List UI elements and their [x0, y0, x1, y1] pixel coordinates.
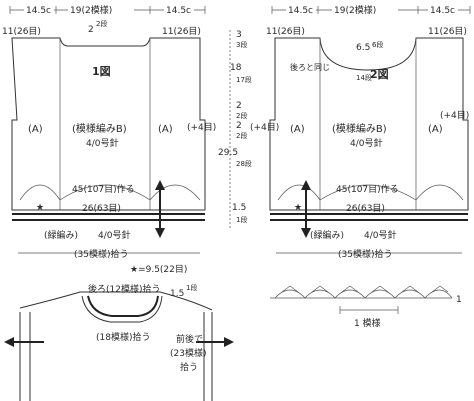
- neck-front-pickup: (18模様)拾う: [96, 331, 150, 343]
- neck-front-side2: (23模様): [170, 347, 206, 359]
- fig1-top-mid: 19(2模様): [70, 4, 112, 16]
- fig2-pickup: (35模様)拾う: [338, 248, 392, 260]
- figure-2: 14.5c 19(2模様) 14.5c 11(26目) 11(26目) 6.5 …: [250, 3, 471, 260]
- fig2-plus4-left: (+4目): [250, 122, 279, 133]
- stitch-chart: 1 模様 1: [270, 285, 462, 329]
- fig2-body-outline: [269, 37, 469, 211]
- vertical-dimensions: 3 3段 18 17段 2 2段 2 2段 29.5 28段 1.5 1段: [218, 30, 252, 230]
- fig1-center-pattern: (模様編みB): [72, 122, 127, 135]
- vdim-d2: 18: [230, 63, 242, 73]
- fig2-top-left: 14.5c: [288, 6, 313, 16]
- vdim-d1-rows: 3段: [236, 40, 247, 49]
- fig1-star-note: ★=9.5(22目): [130, 264, 187, 275]
- fig2-center-pattern: (模様編みB): [332, 122, 387, 135]
- fig2-shoulder-right: 11(26目): [428, 26, 467, 37]
- fig2-band-label: (緑編み): [310, 229, 344, 241]
- fig2-needle: 4/0号針: [350, 137, 383, 149]
- fig2-plus4-right: (+4目): [440, 110, 469, 121]
- fig2-band-needle: 4/0号針: [364, 229, 397, 241]
- fig2-neck-depth: 6.5: [356, 43, 370, 53]
- neck-band-dim: 1.5: [170, 289, 184, 299]
- neck-back-pickup: 後ろ(12模様)拾う: [88, 283, 160, 295]
- fig1-needle: 4/0号針: [86, 137, 119, 149]
- fig1-band-needle: 4/0号針: [98, 229, 131, 241]
- vdim-total: 29.5: [218, 148, 238, 158]
- vdim-d4-rows: 2段: [236, 131, 247, 140]
- fig1-top-left: 14.5c: [26, 6, 51, 16]
- fig2-chain-start: 45(107目)作る: [336, 183, 399, 195]
- vdim-d3-rows: 2段: [236, 111, 247, 120]
- fig1-band-label: (緑編み): [44, 229, 78, 241]
- fig2-title: 2図: [370, 67, 389, 81]
- fig2-hem-width: 26(63目): [346, 203, 385, 214]
- stitch-end-mark: 1: [456, 295, 462, 305]
- neck-detail: 後ろ(12模様)拾う 1.5 1段 (18模様)拾う 前後で (23模様) 拾う: [4, 283, 234, 401]
- figure-1: 14.5c 19(2模様) 14.5c 2 2段 11(26目) 11(26目)…: [2, 3, 216, 275]
- fig2-top-right: 14.5c: [430, 6, 455, 16]
- vdim-d5-rows: 1段: [236, 215, 247, 224]
- fig2-star: ★: [294, 203, 302, 213]
- fig1-title: 1図: [92, 64, 111, 78]
- fig2-neck-rows: 6段: [372, 40, 383, 49]
- vdim-d4: 2: [236, 121, 242, 131]
- fig1-hem-width: 26(63目): [82, 203, 121, 214]
- fig1-chain-start: 45(107目)作る: [72, 183, 135, 195]
- fig1-shoulder-right: 11(26目): [162, 26, 201, 37]
- fig1-shoulder-left: 11(26目): [2, 26, 41, 37]
- vdim-d5: 1.5: [232, 203, 246, 213]
- vdim-total-rows: 28段: [236, 159, 252, 168]
- fig2-shoulder-left: 11(26目): [266, 26, 305, 37]
- fig2-same-as-back: 後ろと同じ: [290, 62, 330, 72]
- vdim-d3: 2: [236, 101, 242, 111]
- fig1-neck-rows: 2段: [96, 19, 107, 28]
- fig1-neck-depth: 2: [88, 25, 94, 35]
- fig2-inner-rows: 14段: [356, 73, 372, 82]
- fig1-top-right: 14.5c: [166, 6, 191, 16]
- fig2-side-right: (A): [428, 124, 443, 135]
- vdim-d1: 3: [236, 30, 242, 40]
- neck-front-side: 前後で: [176, 333, 203, 345]
- fig1-body-outline: [11, 37, 206, 211]
- fig2-side-left: (A): [290, 124, 305, 135]
- vdim-d2-rows: 17段: [236, 75, 252, 84]
- fig2-top-mid: 19(2模様): [334, 4, 376, 16]
- fig1-side-left: (A): [28, 124, 43, 135]
- fig1-plus4: (+4目): [187, 122, 216, 133]
- fig1-pickup: (35模様)拾う: [74, 248, 128, 260]
- stitch-motifs: [274, 285, 453, 299]
- stitch-repeat-label: 1 模様: [354, 317, 381, 329]
- fig1-star: ★: [36, 203, 44, 213]
- neck-band-rows: 1段: [186, 283, 197, 292]
- neck-front-side3: 拾う: [180, 361, 198, 373]
- fig1-side-right: (A): [158, 124, 173, 135]
